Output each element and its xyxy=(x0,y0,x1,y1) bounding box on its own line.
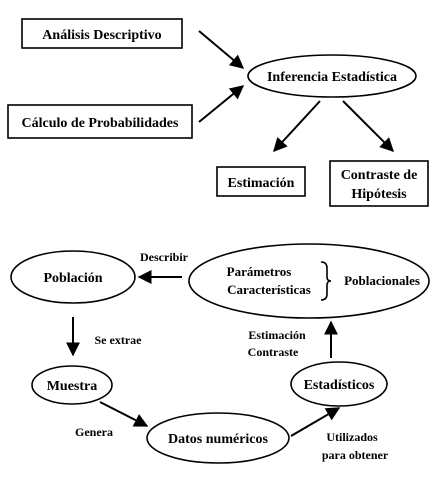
analisis-descriptivo-box xyxy=(21,18,183,49)
arrow-inferencia-to-contraste xyxy=(342,100,394,152)
inferencia-estadistica-ellipse xyxy=(247,54,417,98)
contraste-hipotesis-label-line1: Contraste de xyxy=(341,168,418,183)
arrow-utilizados xyxy=(290,407,341,437)
caracteristicas-label: Características xyxy=(227,282,311,297)
poblacion-ellipse xyxy=(10,250,136,304)
estadisticos-ellipse xyxy=(290,361,388,407)
estimacion-cycle-label: Estimación xyxy=(248,328,306,342)
contraste-cycle-label: Contraste xyxy=(248,345,299,359)
parametros-label: Parámetros xyxy=(227,264,292,279)
estimacion-label: Estimación xyxy=(228,176,295,191)
muestra-label: Muestra xyxy=(47,379,98,394)
arrow-genera xyxy=(99,401,149,427)
se-extrae-label: Se extrae xyxy=(95,333,143,347)
calculo-probabilidades-box xyxy=(7,104,193,139)
contraste-hipotesis-label-line2: Hipótesis xyxy=(351,187,407,202)
analisis-descriptivo-label: Análisis Descriptivo xyxy=(42,28,161,43)
arrow-probabilidades-to-inferencia xyxy=(198,85,245,123)
estimacion-box xyxy=(216,166,306,197)
genera-label: Genera xyxy=(75,425,113,439)
datos-numericos-ellipse xyxy=(146,412,290,464)
utilizados-label: Utilizados xyxy=(326,430,378,444)
muestra-ellipse xyxy=(31,365,113,405)
estadisticos-label: Estadísticos xyxy=(304,378,375,393)
arrow-inferencia-to-estimacion xyxy=(273,100,321,153)
contraste-hipotesis-box xyxy=(329,160,429,207)
poblacion-label: Población xyxy=(43,271,102,286)
parametros-ellipse xyxy=(188,243,430,319)
curly-brace xyxy=(320,261,332,301)
arrow-descriptivo-to-inferencia xyxy=(198,30,245,69)
datos-numericos-label: Datos numéricos xyxy=(168,432,268,447)
inferencia-estadistica-label: Inferencia Estadística xyxy=(267,70,397,85)
para-obtener-label: para obtener xyxy=(322,448,389,462)
poblacionales-label: Poblacionales xyxy=(344,273,420,288)
calculo-probabilidades-label: Cálculo de Probabilidades xyxy=(22,116,179,131)
describir-label: Describir xyxy=(140,250,189,264)
